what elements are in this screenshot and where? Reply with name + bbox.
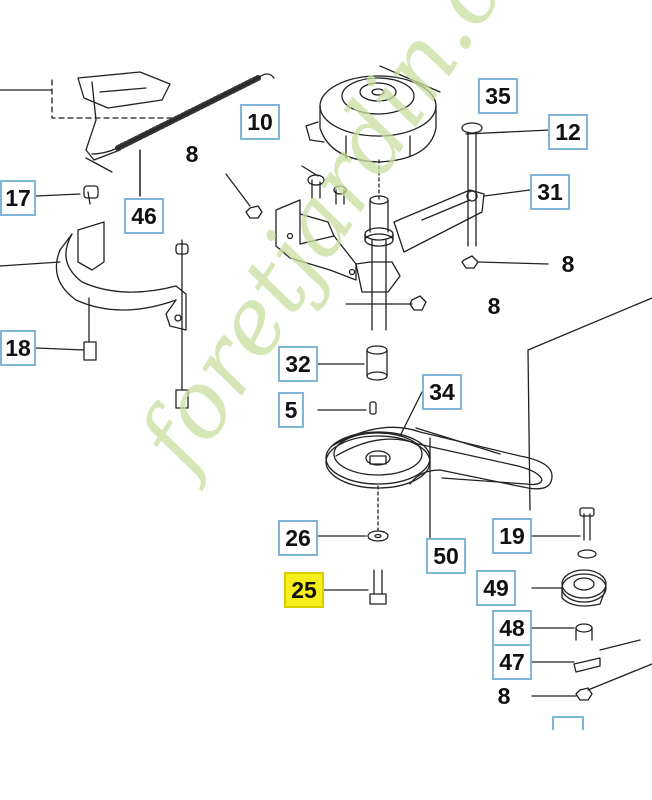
- key-5: [317, 401, 377, 415]
- callout-46[interactable]: 46: [124, 198, 164, 234]
- callout-34[interactable]: 34: [422, 374, 462, 410]
- arm-31: [393, 189, 485, 253]
- callout-10[interactable]: 10: [240, 104, 280, 140]
- dashed-frame: [0, 79, 183, 119]
- nuts-8: [225, 173, 593, 701]
- side-panel-outline: [527, 297, 652, 691]
- clutch-35: [305, 65, 441, 163]
- spacer-32: [366, 345, 388, 381]
- callout-8-top[interactable]: 8: [185, 141, 199, 167]
- callout-32[interactable]: 32: [278, 346, 318, 382]
- callout-8-right[interactable]: 8: [561, 251, 575, 277]
- callout-35[interactable]: 35: [478, 78, 518, 114]
- idler-arm-left: [0, 185, 189, 409]
- center-bracket: [275, 199, 401, 293]
- idler-stack-right: [531, 507, 641, 697]
- callout-26[interactable]: 26: [278, 520, 318, 556]
- callout-48[interactable]: 48: [492, 610, 532, 646]
- callout-19[interactable]: 19: [492, 518, 532, 554]
- bolt-12: [461, 122, 483, 247]
- leader-lines: [35, 129, 551, 437]
- washer-bolt: [311, 485, 389, 605]
- callout-31[interactable]: 31: [530, 174, 570, 210]
- callout-partial-bottom: [552, 716, 584, 730]
- callout-8-center[interactable]: 8: [487, 293, 501, 319]
- main-shaft: [364, 159, 394, 331]
- callout-8-bottom[interactable]: 8: [497, 683, 511, 709]
- callout-5[interactable]: 5: [278, 392, 304, 428]
- bolts-10: [301, 165, 347, 205]
- callout-12[interactable]: 12: [548, 114, 588, 150]
- bracket-plate: [77, 71, 171, 173]
- callout-17[interactable]: 17: [0, 180, 36, 216]
- callout-47[interactable]: 47: [492, 644, 532, 680]
- callout-50[interactable]: 50: [426, 538, 466, 574]
- callout-49[interactable]: 49: [476, 570, 516, 606]
- belt-50: [331, 426, 553, 541]
- callout-25-highlighted[interactable]: 25: [284, 572, 324, 608]
- callout-18[interactable]: 18: [0, 330, 36, 366]
